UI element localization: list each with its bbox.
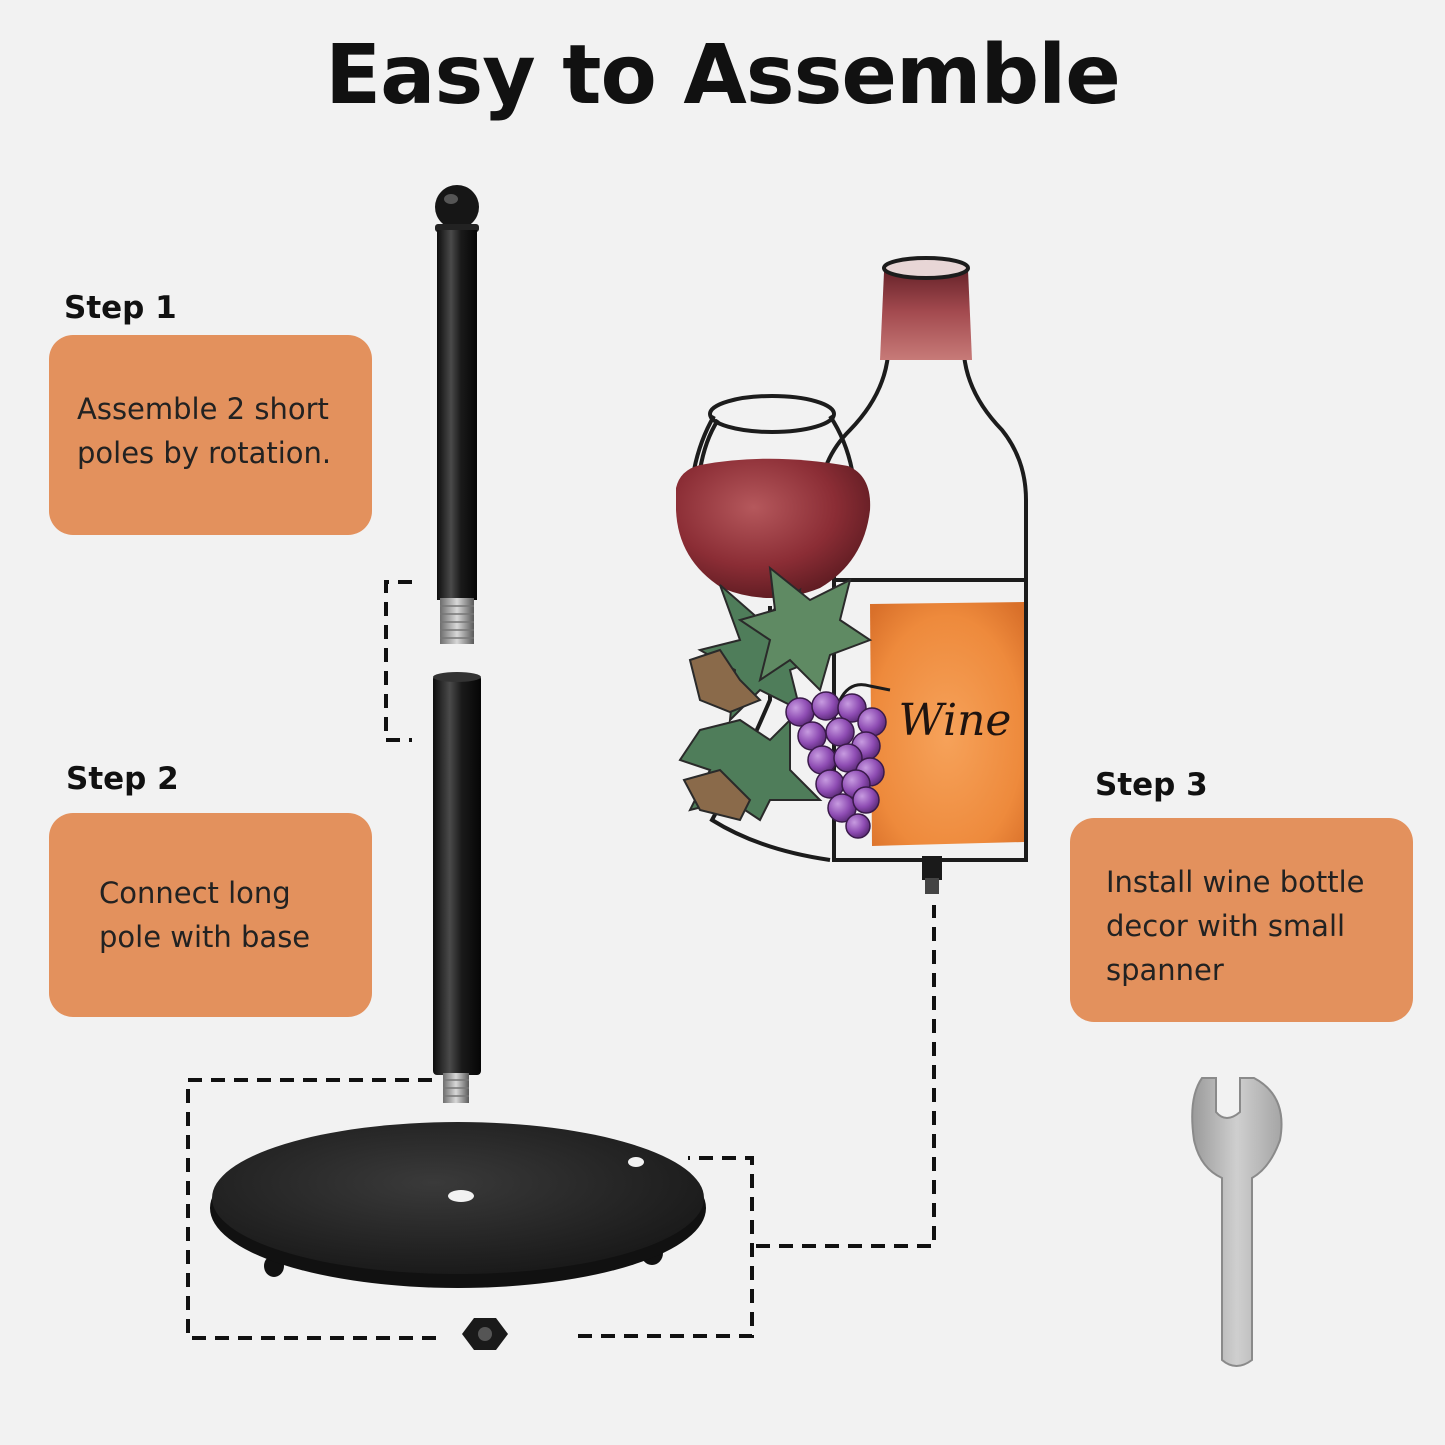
step-3-text: Install wine bottle decor with small spa… bbox=[1106, 865, 1365, 987]
lower-long-pole bbox=[433, 672, 481, 1103]
grape-cluster bbox=[785, 691, 887, 839]
step-1-box: Assemble 2 short poles by rotation. bbox=[49, 335, 372, 535]
bottle-neck bbox=[880, 263, 972, 360]
spanner-icon bbox=[1191, 1077, 1283, 1367]
dashed-connectors bbox=[186, 580, 936, 1340]
pole-top-knob bbox=[435, 185, 479, 229]
step-3-label: Step 3 bbox=[1095, 767, 1208, 803]
step-2-text: Connect long pole with base bbox=[99, 876, 311, 954]
bottle-label bbox=[870, 602, 1024, 846]
pole-thread bbox=[440, 598, 474, 644]
bottle-label-text: Wine bbox=[899, 695, 1012, 746]
wine-bottle-decor: Wine bbox=[676, 256, 1028, 894]
step-2-label: Step 2 bbox=[66, 761, 179, 797]
round-base bbox=[210, 1122, 706, 1288]
hex-nut bbox=[462, 1318, 508, 1350]
step-3-box: Install wine bottle decor with small spa… bbox=[1070, 818, 1413, 1022]
upper-short-pole bbox=[435, 185, 479, 644]
page-title: Easy to Assemble bbox=[325, 28, 1121, 123]
grape-leaves bbox=[678, 565, 873, 822]
base-center-hole bbox=[448, 1190, 474, 1202]
wine-glass bbox=[676, 458, 871, 598]
step-1-label: Step 1 bbox=[64, 290, 177, 326]
step-1-text: Assemble 2 short poles by rotation. bbox=[77, 392, 332, 470]
step-2-box: Connect long pole with base bbox=[49, 813, 372, 1017]
